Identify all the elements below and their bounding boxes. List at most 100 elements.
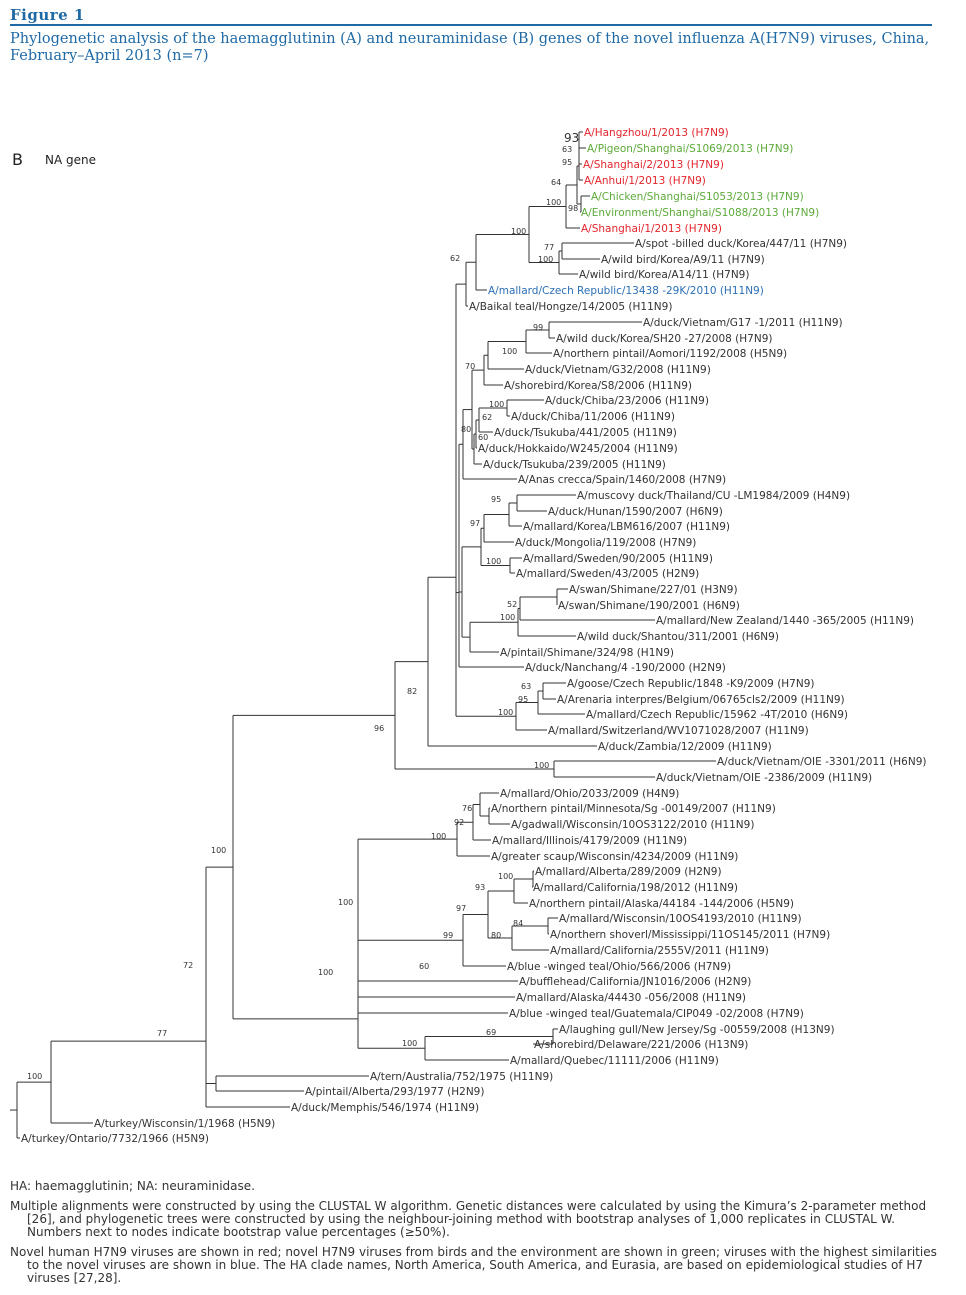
leaf-label: A/turkey/Wisconsin/1/1968 (H5N9) [94,1118,275,1130]
leaf-label: A/mallard/California/2555V/2011 (H11N9) [550,945,769,957]
leaf-label: A/gadwall/Wisconsin/10OS3122/2010 (H11N9… [511,819,754,831]
bootstrap-value: 100 [546,198,561,207]
leaf-label: A/blue -winged teal/Ohio/566/2006 (H7N9) [507,961,731,973]
leaf-label: A/mallard/Sweden/43/2005 (H2N9) [516,568,699,580]
bootstrap-value: 100 [402,1039,417,1048]
bootstrap-value: 63 [521,682,531,691]
bootstrap-value: 52 [507,600,517,609]
bootstrap-value: 77 [157,1029,167,1038]
figure-rule [10,24,932,26]
bootstrap-value: 100 [498,872,513,881]
leaf-label: A/bufflehead/California/JN1016/2006 (H2N… [519,976,751,988]
bootstrap-value: 63 [562,145,572,154]
leaf-label: A/wild duck/Korea/SH20 -27/2008 (H7N9) [556,333,772,345]
bootstrap-value: 97 [456,904,466,913]
leaf-label: A/duck/Nanchang/4 -190/2000 (H2N9) [525,662,726,674]
bootstrap-value: 76 [462,804,472,813]
leaf-label: A/tern/Australia/752/1975 (H11N9) [370,1071,553,1083]
leaf-label: A/duck/Vietnam/OIE -2386/2009 (H11N9) [656,772,872,784]
footnote-color-legend: Novel human H7N9 viruses are shown in re… [10,1245,937,1285]
leaf-label: A/northern shoverl/Mississippi/11OS145/2… [550,929,830,941]
bootstrap-value: 100 [431,832,446,841]
leaf-label: A/spot -billed duck/Korea/447/11 (H7N9) [635,238,847,250]
bootstrap-value: 69 [486,1028,496,1037]
leaf-label: A/Environment/Shanghai/S1088/2013 (H7N9) [581,207,819,219]
leaf-label: A/mallard/Quebec/11111/2006 (H11N9) [510,1055,719,1067]
bootstrap-value: 70 [465,362,475,371]
leaf-label: A/blue -winged teal/Guatemala/CIP049 -02… [509,1008,804,1020]
leaf-label: A/Shanghai/2/2013 (H7N9) [583,159,724,171]
bootstrap-value: 82 [407,687,417,696]
leaf-label: A/mallard/Czech Republic/15962 -4T/2010 … [586,709,848,721]
leaf-label: A/Baikal teal/Hongze/14/2005 (H11N9) [469,301,672,313]
leaf-label: A/duck/Hokkaido/W245/2004 (H11N9) [478,443,678,455]
leaf-label: A/Chicken/Shanghai/S1053/2013 (H7N9) [591,191,804,203]
bootstrap-value: 100 [211,846,226,855]
footnote-methods: Multiple alignments were constructed by … [10,1199,927,1239]
figure-title: Phylogenetic analysis of the haemaggluti… [10,31,930,64]
bootstrap-value: 80 [461,425,471,434]
leaf-label: A/shorebird/Korea/S8/2006 (H11N9) [504,380,692,392]
bootstrap-value: 100 [489,400,504,409]
bootstrap-value: 77 [544,243,554,252]
leaf-label: A/wild duck/Shantou/311/2001 (H6N9) [577,631,779,643]
leaf-label: A/pintail/Shimane/324/98 (H1N9) [500,647,674,659]
bootstrap-value: 100 [27,1072,42,1081]
leaf-label: A/Arenaria interpres/Belgium/06765cls2/2… [557,694,845,706]
leaf-label: A/duck/Tsukuba/441/2005 (H11N9) [494,427,677,439]
leaf-label: A/mallard/Illinois/4179/2009 (H11N9) [492,835,687,847]
footnote-abbreviations: HA: haemagglutinin; NA: neuraminidase. [10,1179,255,1193]
leaf-label: A/duck/Vietnam/G17 -1/2011 (H11N9) [643,317,843,329]
leaf-label: A/mallard/New Zealand/1440 -365/2005 (H1… [656,615,914,627]
leaf-label: A/wild bird/Korea/A9/11 (H7N9) [601,254,765,266]
leaf-label: A/duck/Vietnam/OIE -3301/2011 (H6N9) [717,756,926,768]
leaf-label: A/Anhui/1/2013 (H7N9) [584,175,706,187]
leaf-label: A/swan/Shimane/227/01 (H3N9) [569,584,738,596]
leaf-label: A/northern pintail/Minnesota/Sg -00149/2… [491,803,776,815]
leaf-label: A/northern pintail/Aomori/1192/2008 (H5N… [553,348,787,360]
bootstrap-value: 92 [454,818,464,827]
bootstrap-value: 98 [568,204,578,213]
bootstrap-value: 100 [486,557,501,566]
leaf-label: A/mallard/Alaska/44430 -056/2008 (H11N9) [516,992,746,1004]
bootstrap-value: 64 [551,178,561,187]
bootstrap-value: 100 [538,255,553,264]
panel-name: NA gene [45,153,96,167]
bootstrap-value: 100 [534,761,549,770]
bootstrap-value: 93 [475,883,485,892]
bootstrap-value: 60 [478,433,488,442]
leaf-label: A/muscovy duck/Thailand/CU -LM1984/2009 … [577,490,850,502]
bootstrap-value: 95 [518,695,528,704]
leaf-label: A/mallard/Ohio/2033/2009 (H4N9) [500,788,679,800]
leaf-label: A/mallard/Switzerland/WV1071028/2007 (H1… [548,725,809,737]
leaf-label: A/mallard/California/198/2012 (H11N9) [533,882,738,894]
leaf-label: A/Hangzhou/1/2013 (H7N9) [584,127,729,139]
bootstrap-value: 84 [513,919,523,928]
bootstrap-value: 72 [183,961,193,970]
leaf-label: A/laughing gull/New Jersey/Sg -00559/200… [559,1024,835,1036]
leaf-label: A/duck/Vietnam/G32/2008 (H11N9) [525,364,711,376]
bootstrap-value: 96 [374,724,384,733]
leaf-label: A/mallard/Wisconsin/10OS4193/2010 (H11N9… [559,913,802,925]
bootstrap-value: 99 [533,323,543,332]
bootstrap-value: 100 [318,968,333,977]
bootstrap-value: 100 [500,613,515,622]
leaf-label: A/duck/Chiba/23/2006 (H11N9) [545,395,709,407]
bootstrap-value: 100 [498,708,513,717]
leaf-label: A/Anas crecca/Spain/1460/2008 (H7N9) [518,474,726,486]
leaf-label: A/duck/Tsukuba/239/2005 (H11N9) [483,459,666,471]
leaf-label: A/northern pintail/Alaska/44184 -144/200… [529,898,794,910]
bootstrap-value: 99 [443,931,453,940]
leaf-label: A/mallard/Czech Republic/13438 -29K/2010… [488,285,764,297]
bootstrap-value: 60 [419,962,429,971]
leaf-label: A/duck/Mongolia/119/2008 (H7N9) [515,537,696,549]
panel-letter: B [12,150,23,169]
leaf-label: A/wild bird/Korea/A14/11 (H7N9) [579,269,749,281]
bootstrap-value: 100 [511,227,526,236]
leaf-label: A/Shanghai/1/2013 (H7N9) [581,223,722,235]
leaf-label: A/duck/Zambia/12/2009 (H11N9) [598,741,772,753]
leaf-label: A/duck/Hunan/1590/2007 (H6N9) [548,506,723,518]
leaf-label: A/swan/Shimane/190/2001 (H6N9) [558,600,740,612]
leaf-label: A/duck/Chiba/11/2006 (H11N9) [511,411,675,423]
leaf-label: A/turkey/Ontario/7732/1966 (H5N9) [21,1133,209,1145]
